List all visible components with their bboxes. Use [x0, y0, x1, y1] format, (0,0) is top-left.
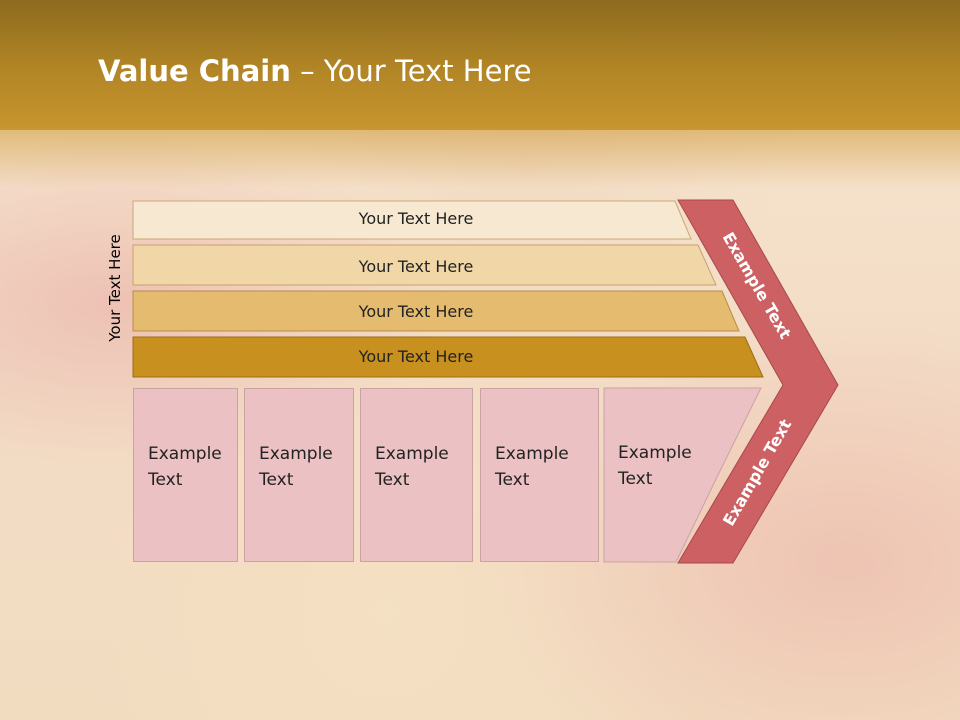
- slide-title-rest: – Your Text Here: [290, 54, 532, 88]
- primary-activity-5-line1: Example: [618, 443, 692, 463]
- support-band-2-text: Your Text Here: [358, 257, 474, 276]
- support-band-4[interactable]: [132, 336, 764, 378]
- support-band-2[interactable]: [132, 244, 717, 286]
- primary-activity-3-line2: Text: [375, 470, 410, 490]
- support-band-3[interactable]: [132, 290, 740, 332]
- primary-activity-5: Example Text: [604, 388, 714, 562]
- primary-activity-4-line1: Example: [495, 444, 569, 464]
- diagram-reflection: Example Text Example Text Example Text E…: [0, 565, 960, 720]
- primary-activity-3[interactable]: Example Text: [360, 388, 473, 562]
- title-bar: [0, 0, 960, 130]
- primary-activity-2[interactable]: Example Text: [244, 388, 354, 562]
- support-band-1[interactable]: [132, 200, 692, 240]
- primary-activity-1-line1: Example: [148, 444, 222, 464]
- slide-title-bold: Value Chain: [98, 54, 291, 88]
- primary-activity-1[interactable]: Example Text: [133, 388, 238, 562]
- support-band-1-text: Your Text Here: [358, 209, 474, 228]
- margin-chevron[interactable]: [677, 199, 839, 564]
- primary-activity-3-line1: Example: [375, 444, 449, 464]
- title-bar-fade: [0, 128, 960, 188]
- support-band-3-text: Your Text Here: [358, 302, 474, 321]
- primary-activity-4-line2: Text: [495, 470, 530, 490]
- primary-activity-4[interactable]: Example Text: [480, 388, 599, 562]
- support-band-4-text: Your Text Here: [358, 347, 474, 366]
- primary-activity-2-line2: Text: [259, 470, 294, 490]
- primary-activity-5-shape[interactable]: [603, 387, 762, 563]
- primary-activity-1-line2: Text: [148, 470, 183, 490]
- slide-title[interactable]: Value Chain – Your Text Here: [98, 54, 532, 88]
- primary-activity-5-line2: Text: [618, 469, 653, 489]
- primary-activity-2-line1: Example: [259, 444, 333, 464]
